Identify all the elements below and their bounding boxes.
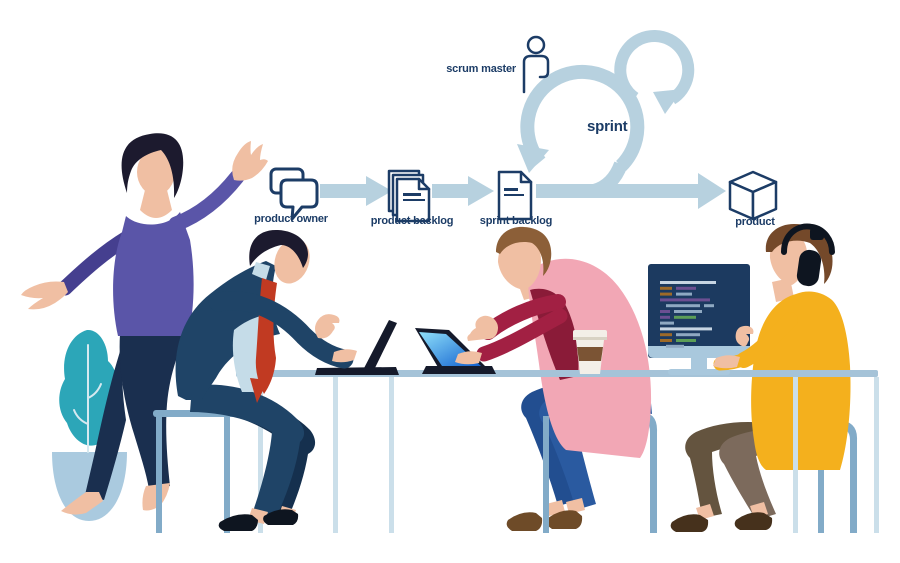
arrow-right-icon <box>536 173 726 209</box>
woman-front-leg <box>119 334 186 489</box>
yellow-person-front-leg <box>719 427 838 520</box>
suit-man-shoe <box>263 509 299 525</box>
woman-back-foot <box>61 492 103 515</box>
woman-raised-hand <box>232 141 268 181</box>
pink-person-pointing-hand <box>467 315 498 341</box>
woman-torso <box>113 212 194 336</box>
woman-neck <box>140 190 172 218</box>
document-icon <box>497 170 533 221</box>
document-stack-icon <box>387 169 431 223</box>
woman-raised-arm <box>168 169 245 232</box>
suit-man-shoe <box>218 514 258 531</box>
monitor-icon <box>648 264 750 375</box>
yellow-person-torso <box>751 291 851 470</box>
yellow-person-arms <box>713 312 798 371</box>
sprint-loop-icon <box>517 30 695 198</box>
suit-man-hair <box>249 229 308 268</box>
standing-woman <box>21 133 268 515</box>
suit-man-front-leg <box>190 384 305 518</box>
laptop-icon <box>315 320 399 375</box>
headphones-icon <box>781 223 835 287</box>
suit-man-raised-hand <box>315 314 340 339</box>
product-label: product <box>735 216 775 228</box>
pink-person-typing-hand <box>455 351 482 365</box>
speech-bubbles-icon <box>269 167 319 221</box>
yellow-person-desk-hand <box>713 355 740 369</box>
pink-person-face <box>498 236 541 290</box>
pink-person-arms <box>455 294 568 365</box>
cube-icon <box>728 170 778 221</box>
yellow-person-chair <box>818 420 858 533</box>
pink-person-hair <box>496 226 552 276</box>
monitor-bezel <box>648 346 750 358</box>
pink-person-chair <box>543 412 658 533</box>
suit-man-arm <box>208 291 354 369</box>
woman-hair <box>121 133 184 198</box>
monitor-stand <box>691 358 707 370</box>
product-backlog-label: product backlog <box>370 215 454 227</box>
woman-face <box>137 149 175 195</box>
yellow-person-shoe <box>734 512 773 530</box>
yellow-person-pointing-hand <box>735 325 754 347</box>
pink-person-shoe <box>506 512 543 531</box>
code-on-screen <box>660 281 716 348</box>
monitor-base <box>668 369 730 375</box>
yellow-person-back-leg <box>685 421 800 518</box>
process-diagram <box>269 30 778 223</box>
product-owner-label: product owner <box>254 213 328 225</box>
person-outline-icon <box>522 35 550 94</box>
sprint-backlog-label: sprint backlog <box>479 215 553 227</box>
woman-back-leg <box>85 342 126 500</box>
woman-open-hand <box>21 281 68 310</box>
pink-person-shoe <box>546 510 583 529</box>
sprint-label: sprint <box>587 118 628 135</box>
yellow-person-shoe <box>670 514 709 532</box>
arrow-right-icon <box>432 176 494 206</box>
suit-man <box>175 229 357 531</box>
arrow-right-icon <box>320 176 392 206</box>
coffee-cup-icon <box>573 330 607 374</box>
suit-man-typing-hand <box>332 349 357 363</box>
pink-sweater-person <box>496 226 658 533</box>
scrum-master-label: scrum master <box>446 63 516 75</box>
